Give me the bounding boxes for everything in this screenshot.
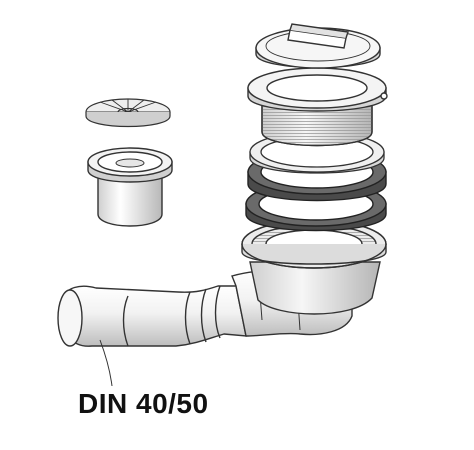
- din-size-label: DIN 40/50: [78, 388, 209, 419]
- threaded-sleeve-icon: [247, 67, 388, 147]
- odour-trap-cup-icon: [87, 147, 173, 227]
- strainer-grid-icon: [85, 98, 171, 128]
- drain-body-icon: [231, 219, 387, 337]
- cover-plate-icon: [255, 23, 381, 69]
- outlet-pipe-icon: [57, 285, 247, 387]
